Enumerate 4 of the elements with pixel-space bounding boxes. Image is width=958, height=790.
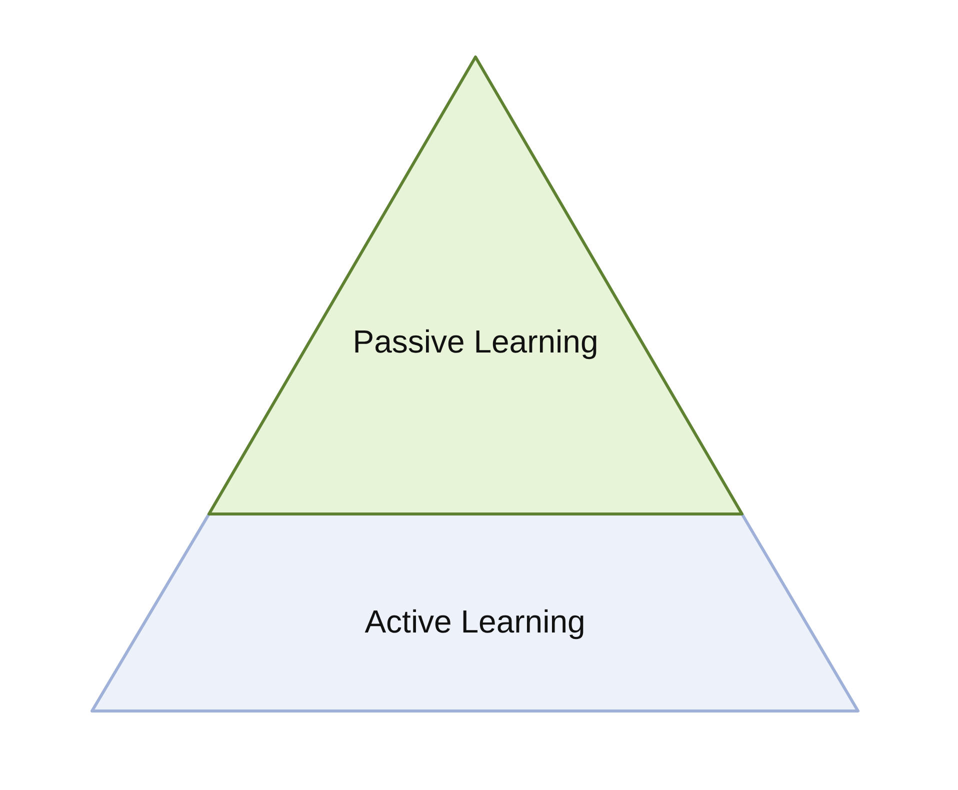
tier-label: Active Learning [364, 604, 586, 640]
pyramid-top-tier [209, 57, 742, 514]
tier-label: Passive Learning [352, 324, 598, 360]
pyramid-base-tier [92, 514, 858, 711]
